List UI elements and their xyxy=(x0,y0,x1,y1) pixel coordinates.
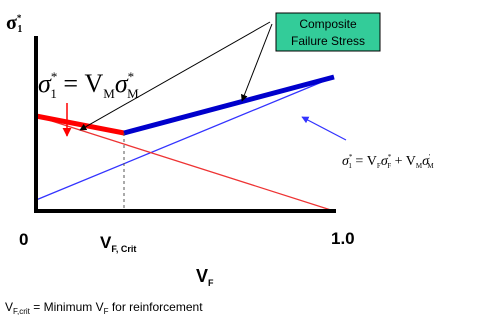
vf-crit-label: VF, Crit xyxy=(100,233,136,254)
callout-box xyxy=(275,12,381,52)
x-end-label: 1.0 xyxy=(331,229,355,248)
origin-label: 0 xyxy=(19,230,28,249)
fiber-controlled-segment xyxy=(123,74,335,136)
footnote: VF,crit = Minimum VF for reinforcement xyxy=(5,300,203,316)
y-axis-label: σ*1 xyxy=(6,12,22,35)
callout-arrow-to-fiber xyxy=(241,23,273,102)
callout-line-1: Composite xyxy=(299,17,357,31)
fiber-equation: σ*1 = VFσ*F + VMσ'M xyxy=(342,153,434,170)
callout-line-2: Failure Stress xyxy=(291,34,365,48)
matrix-rule-line xyxy=(35,115,335,212)
matrix-equation: σ*1 = VMσ*M xyxy=(38,69,139,101)
blue-pointer-arrow xyxy=(301,116,347,141)
fiber-rule-line xyxy=(35,76,335,201)
callout-arrow-to-matrix xyxy=(79,21,271,131)
x-axis-title: VF xyxy=(196,266,214,288)
